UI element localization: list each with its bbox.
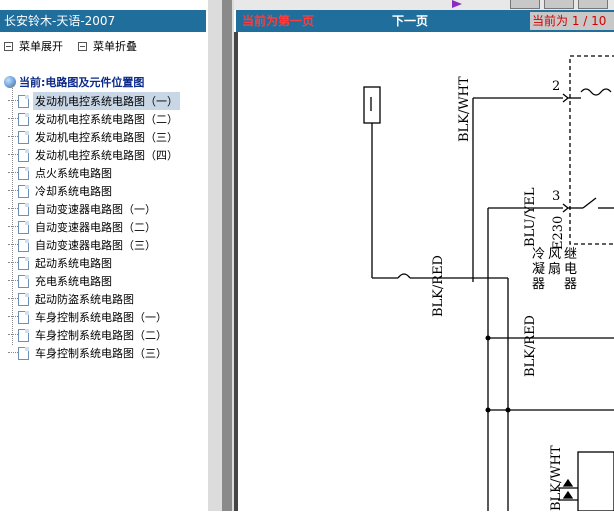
tree-item[interactable]: 起动系统电路图: [8, 254, 114, 272]
pin-number-2: 2: [552, 79, 560, 94]
tree-branch: [8, 208, 18, 210]
tree-item-label: 发动机电控系统电路图（一）: [33, 92, 180, 110]
arrow-icon[interactable]: [452, 0, 462, 8]
tree-branch: [8, 244, 18, 246]
document-icon: [18, 328, 29, 342]
globe-icon: [4, 76, 16, 88]
tree-branch: [8, 334, 18, 336]
next-page-link[interactable]: 下一页: [392, 14, 429, 28]
document-icon: [18, 220, 29, 234]
tree-item[interactable]: 充电系统电路图: [8, 272, 114, 290]
document-icon: [18, 256, 29, 270]
tree-branch: [8, 316, 18, 318]
tree-item[interactable]: 发动机电控系统电路图（一）: [8, 92, 180, 110]
document-icon: [18, 184, 29, 198]
document-icon: [18, 274, 29, 288]
menu-expand-button[interactable]: 菜单展开: [4, 38, 63, 54]
wire-label-3: BLK/RED: [431, 255, 446, 317]
tree-branch: [8, 190, 18, 192]
menu-collapse-button[interactable]: 菜单折叠: [78, 38, 137, 54]
document-icon: [18, 292, 29, 306]
tree-branch: [8, 262, 18, 264]
tree-branch: [8, 352, 18, 354]
tree-item[interactable]: 车身控制系统电路图（二）: [8, 326, 169, 344]
tree-item-label: 充电系统电路图: [35, 275, 112, 288]
pin-number-3: 3: [552, 189, 560, 204]
tree-branch: [8, 154, 18, 156]
wire-label-2: BLU/YEL: [523, 187, 538, 247]
document-icon: [18, 130, 29, 144]
document-icon: [18, 94, 29, 108]
tree-guide-line: [12, 84, 13, 345]
connector-ref: E230: [551, 216, 566, 250]
pane-splitter[interactable]: [208, 0, 234, 511]
toolbar-buttons: [510, 0, 608, 9]
expand-icon: [4, 41, 13, 51]
tree-item-label: 自动变速器电路图（二）: [35, 221, 156, 234]
tree-item[interactable]: 冷却系统电路图: [8, 182, 114, 200]
wire-label-5: BLK/WHT: [549, 445, 564, 511]
tree-root[interactable]: 当前:电路图及元件位置图: [4, 74, 144, 90]
current-first-page-label: 当前为第一页: [242, 14, 315, 28]
wire-label-1: BLK/WHT: [457, 76, 472, 142]
tree-item[interactable]: 车身控制系统电路图（一）: [8, 308, 169, 326]
tree-item[interactable]: 发动机电控系统电路图（二）: [8, 110, 180, 128]
connector-box: [363, 86, 381, 124]
document-icon: [18, 112, 29, 126]
toolbar-button-3[interactable]: [578, 0, 608, 9]
tree-item-label: 发动机电控系统电路图（三）: [35, 131, 178, 144]
viewer-pane: 当前为第一页 下一页 当前为 1 / 10: [234, 0, 614, 512]
tree-item-label: 车身控制系统电路图（二）: [35, 329, 167, 342]
collapse-icon: [78, 41, 87, 51]
app-title: 长安铃木-天语-2007: [0, 10, 206, 32]
tree-branch: [8, 298, 18, 300]
tree-item-label: 起动系统电路图: [35, 257, 112, 270]
page-indicator: 当前为 1 / 10: [530, 12, 614, 30]
wiring-diagram-svg: BLK/WHT BLU/YEL BLK/RED BLK/RED BLK/WHT …: [363, 55, 614, 512]
tree-item[interactable]: 自动变速器电路图（一）: [8, 200, 158, 218]
tree-item-label: 点火系统电路图: [35, 167, 112, 180]
menu-expand-label: 菜单展开: [19, 40, 63, 53]
component-label: 冷凝器风扇继电器: [532, 247, 577, 292]
document-icon: [18, 148, 29, 162]
top-toolbar-strip: [234, 0, 614, 10]
navigation-pane: 长安铃木-天语-2007 菜单展开 菜单折叠 当前:电路图及元件位置图 发动机电…: [0, 0, 208, 511]
tree-item[interactable]: 点火系统电路图: [8, 164, 114, 182]
tree-branch: [8, 280, 18, 282]
document-icon: [18, 310, 29, 324]
toolbar-button-1[interactable]: [510, 0, 540, 9]
tree-branch: [8, 118, 18, 120]
tree-item-label: 起动防盗系统电路图: [35, 293, 134, 306]
tree-item[interactable]: 起动防盗系统电路图: [8, 290, 136, 308]
tree-item-label: 车身控制系统电路图（一）: [35, 311, 167, 324]
document-icon: [18, 166, 29, 180]
tree-item[interactable]: 自动变速器电路图（二）: [8, 218, 158, 236]
document-icon: [18, 346, 29, 360]
document-icon: [18, 202, 29, 216]
tree-item-label: 冷却系统电路图: [35, 185, 112, 198]
tree-root-label: 当前:电路图及元件位置图: [19, 76, 145, 89]
tree-item[interactable]: 发动机电控系统电路图（三）: [8, 128, 180, 146]
document-icon: [18, 238, 29, 252]
tree-branch: [8, 226, 18, 228]
toolbar-button-2[interactable]: [544, 0, 574, 9]
tree-item-label: 车身控制系统电路图（三）: [35, 347, 167, 360]
tree-item-label: 自动变速器电路图（一）: [35, 203, 156, 216]
tree-item-label: 发动机电控系统电路图（四）: [35, 149, 178, 162]
tree-branch: [8, 172, 18, 174]
tree-item[interactable]: 自动变速器电路图（三）: [8, 236, 158, 254]
menu-collapse-label: 菜单折叠: [93, 40, 137, 53]
tree-branch: [8, 136, 18, 138]
wire-label-4: BLK/RED: [523, 315, 538, 377]
tree-item[interactable]: 车身控制系统电路图（三）: [8, 344, 169, 362]
tree-item-label: 自动变速器电路图（三）: [35, 239, 156, 252]
viewer-nav-bar: 当前为第一页 下一页 当前为 1 / 10: [236, 10, 614, 32]
tree-branch: [8, 100, 18, 102]
tree-item[interactable]: 发动机电控系统电路图（四）: [8, 146, 180, 164]
wiring-diagram: BLK/WHT BLU/YEL BLK/RED BLK/RED BLK/WHT …: [234, 32, 614, 512]
tree-item-label: 发动机电控系统电路图（二）: [35, 113, 178, 126]
